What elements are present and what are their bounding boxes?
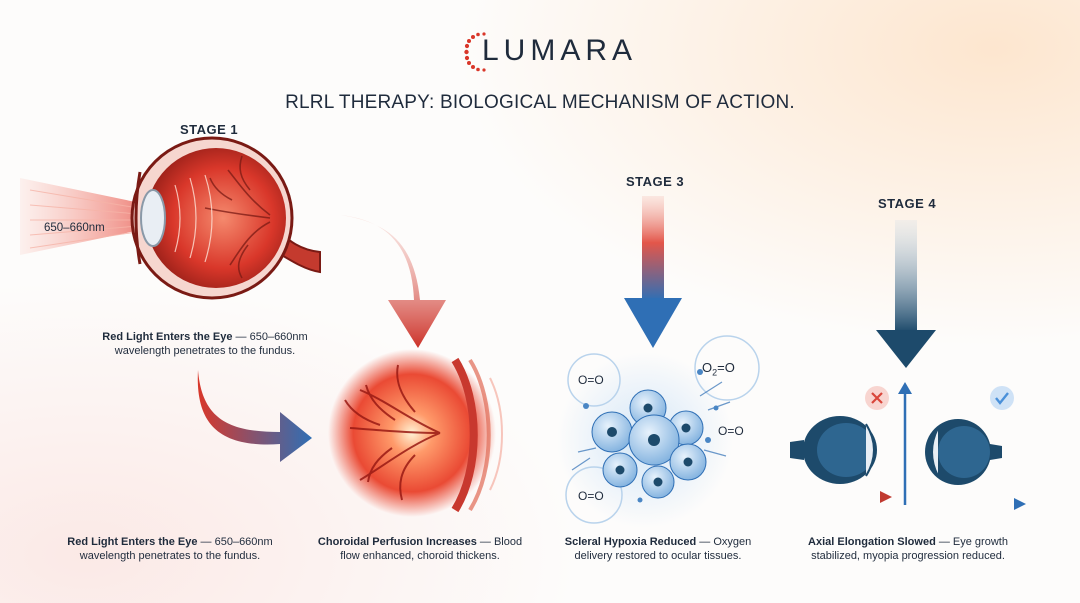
stage-3-label: STAGE 3 xyxy=(626,174,685,189)
eye-cross-section xyxy=(130,136,321,300)
stage4-down-arrow xyxy=(876,220,936,368)
stage2-caption: Choroidal Perfusion Increases — Blood fl… xyxy=(317,536,523,562)
stage3-down-arrow xyxy=(624,196,682,348)
stage4-caption: Axial Elongation Slowed — Eye growth sta… xyxy=(808,536,1008,562)
normal-eye-illustration xyxy=(925,419,1002,485)
stage-1-label: STAGE 1 xyxy=(180,122,239,137)
stage3-caption: Scleral Hypoxia Reduced — Oxygen deliver… xyxy=(564,536,752,562)
oxygen-molecule-label: O=O xyxy=(578,373,604,387)
brand-name: LUMARA xyxy=(482,34,638,67)
oxygen-molecule-label: O=O xyxy=(718,424,744,438)
axis-arrows xyxy=(792,382,1026,510)
oxygen-molecule-label: O=O xyxy=(578,489,604,503)
elongated-eye-illustration xyxy=(790,416,877,484)
sclera-cells-illustration xyxy=(557,335,760,528)
curved-arrow-red-blue xyxy=(197,370,312,462)
wavelength-label: 650–660nm xyxy=(44,222,105,234)
curved-arrow-red xyxy=(340,215,446,348)
red-light-beam xyxy=(20,178,151,255)
brand-header: LUMARA xyxy=(0,28,1080,74)
lumara-logo-icon xyxy=(464,32,486,72)
check-icon xyxy=(990,386,1014,410)
choroid-vessels-illustration xyxy=(328,349,503,517)
page-title: RLRL THERAPY: BIOLOGICAL MECHANISM OF AC… xyxy=(285,92,795,113)
stage1-upper-caption: Red Light Enters the Eye — 650–660nm wav… xyxy=(102,331,308,357)
o2-molecule-label: O2=O xyxy=(702,360,735,378)
cross-icon xyxy=(865,386,889,410)
stage-4-label: STAGE 4 xyxy=(878,196,937,211)
stage1-caption: Red Light Enters the Eye — 650–660nm wav… xyxy=(67,536,273,562)
